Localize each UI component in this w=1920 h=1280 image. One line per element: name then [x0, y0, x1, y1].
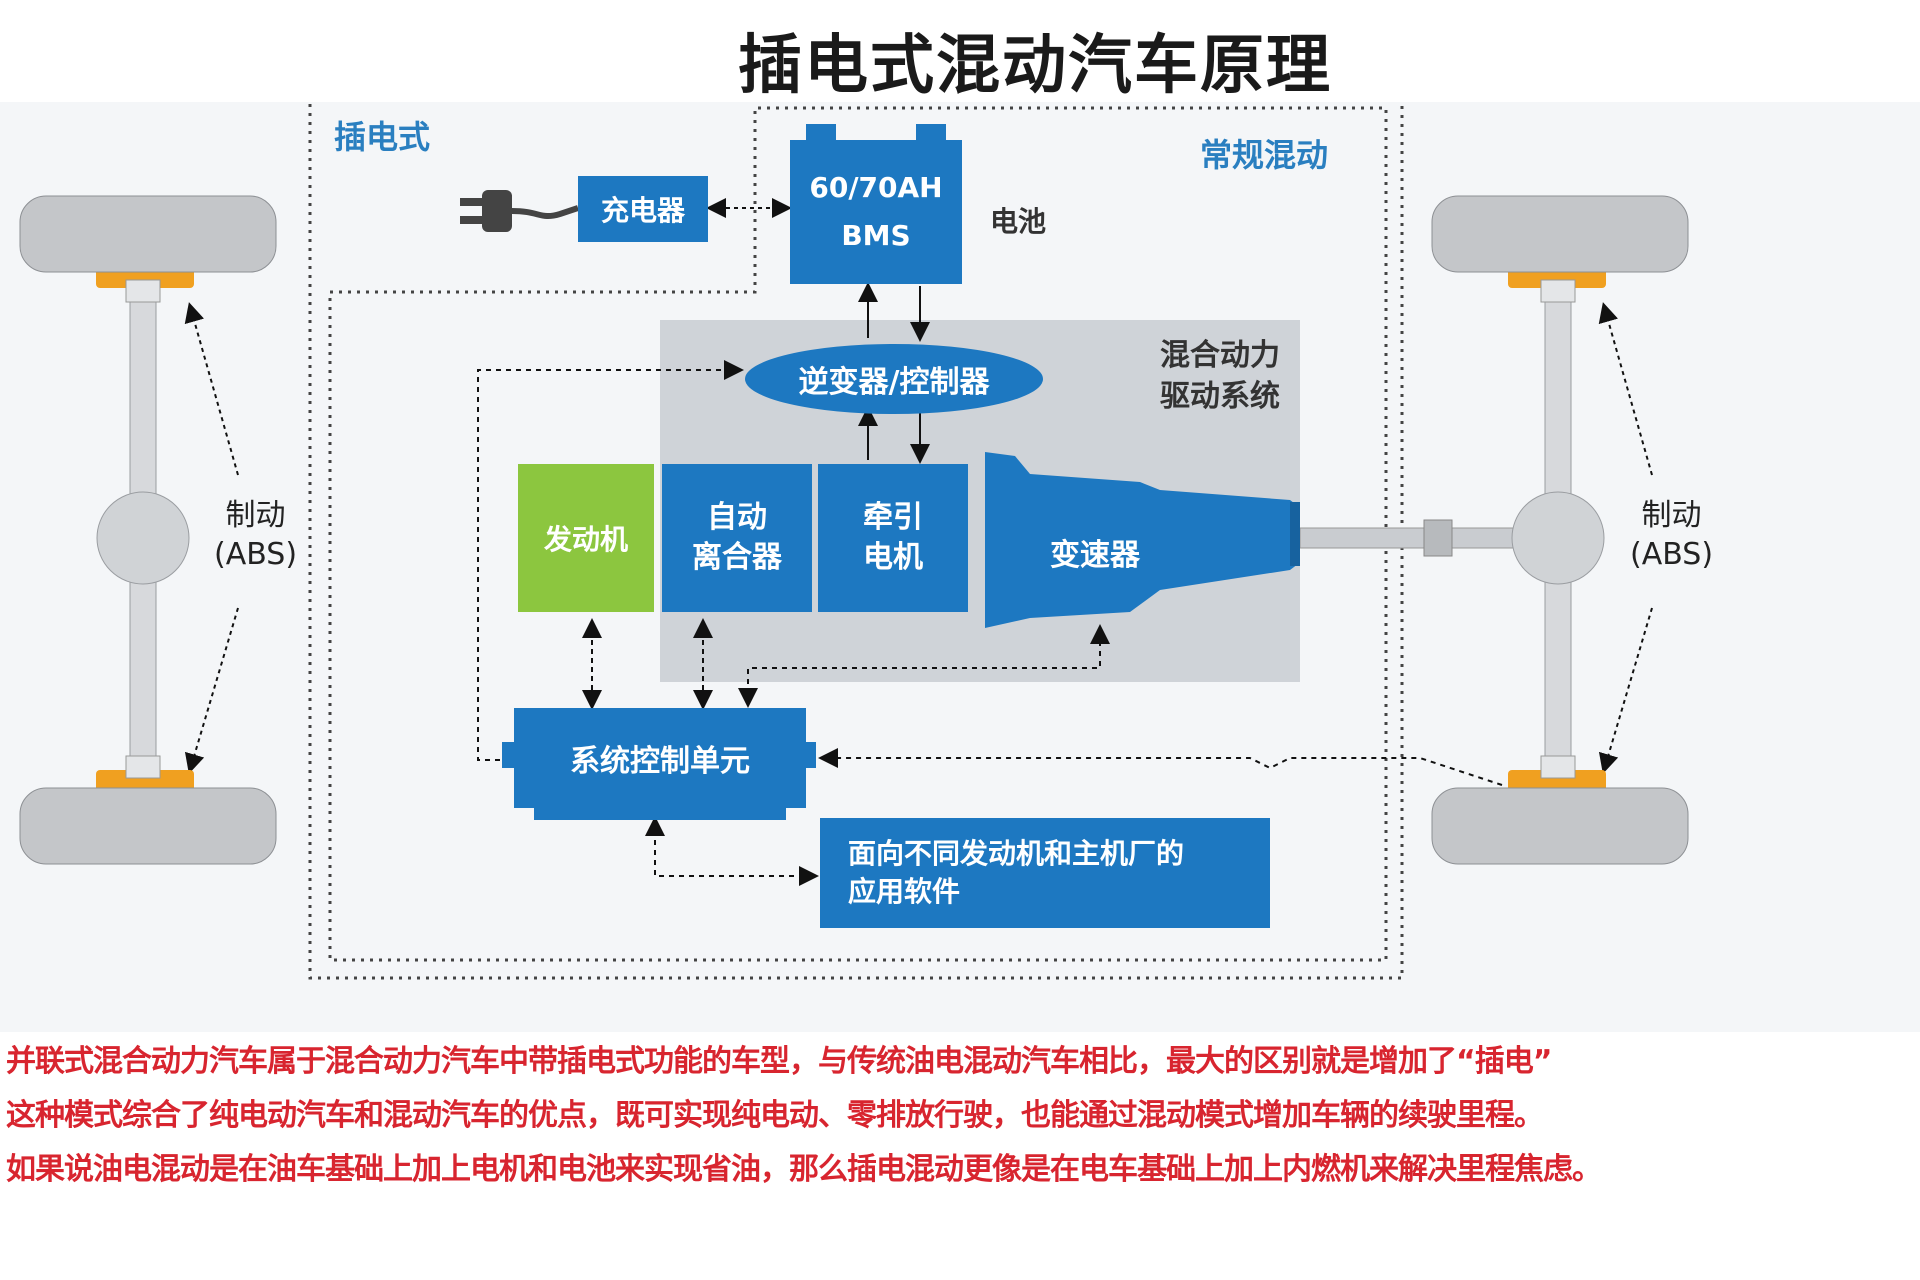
battery-terminal-right — [916, 124, 946, 140]
inverter-block: 逆变器/控制器 — [745, 344, 1043, 414]
control-unit-tab-right — [804, 742, 816, 768]
traction-motor-block: 牵引 电机 — [818, 464, 968, 612]
system-control-unit-block: 系统控制单元 — [514, 708, 806, 808]
conventional-zone-boundary — [328, 106, 1388, 962]
conventional-zone-label: 常规混动 — [1200, 136, 1329, 174]
wheel-icon — [19, 195, 277, 865]
drive-shaft — [1299, 527, 1531, 549]
engine-block: 发动机 — [518, 464, 654, 612]
note-line-2: 这种模式综合了纯电动汽车和混动汽车的优点，既可实现纯电动、零排放行驶，也能通过混… — [6, 1098, 1544, 1133]
hybrid-drive-label: 混合动力 驱动系统 — [1160, 338, 1280, 414]
right-axle — [1508, 262, 1606, 796]
right-brake-label: 制动 (ABS) — [1630, 498, 1714, 572]
battery-terminal-left — [806, 124, 836, 140]
note-line-1: 并联式混合动力汽车属于混合动力汽车中带插电式功能的车型，与传统油电混动汽车相比，… — [6, 1044, 1552, 1079]
transmission-shape — [985, 452, 1298, 628]
plugin-zone-label: 插电式 — [334, 118, 431, 156]
left-brake-label: 制动 (ABS) — [214, 498, 298, 572]
charger-block: 充电器 — [578, 176, 708, 242]
transmission-label: 变速器 — [1050, 538, 1140, 573]
note-line-3: 如果说油电混动是在油车基础上加上电机和电池来实现省油，那么插电混动更像是在电车基… — [6, 1152, 1602, 1187]
battery-bms: BMS — [841, 219, 911, 252]
battery-block: 60/70AH BMS — [790, 140, 962, 284]
battery-label: 电池 — [990, 205, 1047, 238]
battery-capacity: 60/70AH — [809, 171, 943, 205]
application-software-block: 面向不同发动机和主机厂的 应用软件 — [820, 818, 1270, 928]
left-axle — [96, 262, 194, 796]
control-unit-base — [534, 808, 786, 820]
clutch-block: 自动 离合器 — [662, 464, 812, 612]
plug-icon — [460, 190, 579, 232]
page-title: 插电式混动汽车原理 — [738, 29, 1332, 103]
wheel-icon — [1431, 195, 1689, 865]
control-unit-tab-left — [502, 742, 514, 768]
